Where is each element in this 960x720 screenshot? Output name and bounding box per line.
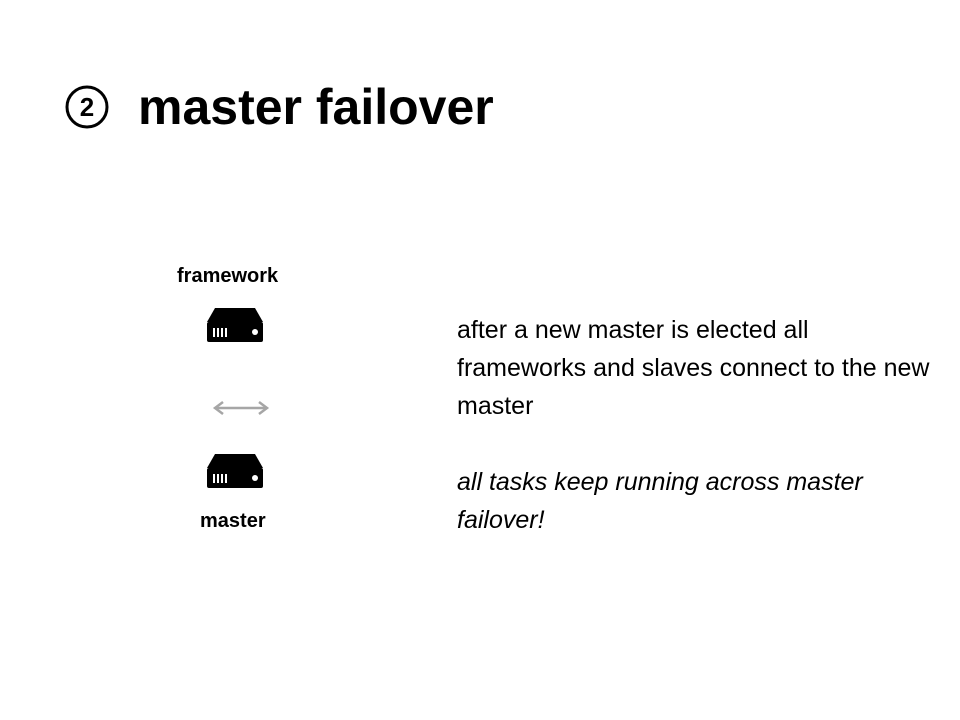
step-number-marker: 2	[62, 82, 112, 132]
master-label: master	[200, 510, 266, 532]
circled-number-icon: 2	[65, 85, 109, 129]
description-block: after a new master is elected all framew…	[457, 311, 937, 539]
framework-server-icon	[207, 308, 263, 342]
svg-text:2: 2	[80, 92, 94, 122]
master-server-icon	[207, 454, 263, 488]
bidirectional-arrow	[212, 401, 270, 415]
slide-title: 2 master failover	[62, 72, 494, 142]
framework-label: framework	[177, 265, 279, 287]
slide-title-text: master failover	[138, 79, 494, 135]
description-main-text: after a new master is elected all framew…	[457, 316, 930, 420]
description-note-text: all tasks keep running across master fai…	[457, 468, 863, 534]
